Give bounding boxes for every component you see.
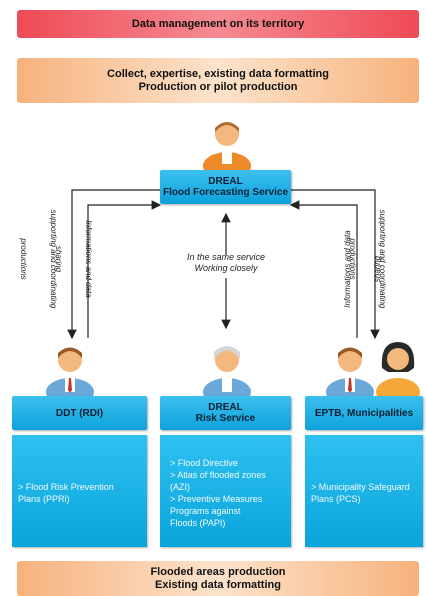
person-icon-eptb-man bbox=[326, 347, 374, 398]
arrow-right-outer bbox=[291, 189, 380, 340]
label-left-inner-1: Informations and data bbox=[84, 220, 93, 298]
person-icon-flood-service bbox=[203, 122, 251, 172]
eptb-service-box: EPTB, Municipalities bbox=[305, 396, 423, 430]
label-right-outer-1: supporting and coordinating bbox=[378, 209, 387, 309]
ddt-desc-line-2: Plans (PPRi) bbox=[18, 494, 70, 504]
flood-service-subtitle: Flood Forecasting Service bbox=[162, 187, 289, 198]
eptb-desc-line-2: Plans (PCS) bbox=[311, 494, 361, 504]
center-note-line-2: Working closely bbox=[194, 263, 258, 273]
person-icon-risk-service bbox=[203, 346, 251, 398]
label-left-inner: Informations and data sharing bbox=[54, 199, 113, 319]
ddt-desc-line-1: > Flood Risk Prevention bbox=[18, 482, 114, 492]
arrow-right-inner bbox=[289, 200, 358, 338]
risk-service-title: DREAL bbox=[208, 402, 243, 413]
flood-forecasting-service-box: DREAL Flood Forecasting Service bbox=[160, 170, 291, 204]
eptb-service-title: EPTB, Municipalities bbox=[314, 407, 414, 419]
collect-line-1: Collect, expertise, existing data format… bbox=[107, 67, 329, 80]
risk-description: > Flood Directive > Atlas of flooded zon… bbox=[160, 435, 291, 547]
ddt-service-box: DDT (RDI) bbox=[12, 396, 147, 430]
risk-desc-line-2: > Atlas of flooded zones bbox=[170, 470, 266, 480]
top-banner-text: Data management on its territory bbox=[131, 17, 305, 30]
eptb-description: > Municipality Safeguard Plans (PCS) bbox=[305, 435, 423, 547]
eptb-desc-line-1: > Municipality Safeguard bbox=[311, 482, 410, 492]
label-right-outer-2: productions bbox=[348, 238, 357, 280]
ddt-description: > Flood Risk Prevention Plans (PPRi) bbox=[12, 435, 147, 547]
center-note-line-1: In the same service bbox=[186, 252, 266, 262]
collect-line-2: Production or pilot production bbox=[138, 80, 298, 93]
bottom-banner: Flooded areas production Existing data f… bbox=[17, 561, 419, 596]
arrow-left-outer bbox=[67, 189, 160, 340]
ddt-service-title: DDT (RDI) bbox=[55, 407, 104, 419]
label-left-outer-2: productions bbox=[19, 238, 28, 280]
risk-desc-line-3: (AZI) bbox=[170, 482, 190, 492]
center-note: In the same service Working closely bbox=[166, 252, 286, 274]
person-icon-ddt bbox=[46, 347, 94, 398]
risk-desc-line-4: > Preventive Measures bbox=[170, 494, 263, 504]
risk-desc-line-1: > Flood Directive bbox=[170, 458, 238, 468]
flood-service-title: DREAL bbox=[208, 176, 243, 187]
risk-desc-line-6: Floods (PAPI) bbox=[170, 518, 226, 528]
arrow-left-inner bbox=[87, 200, 162, 338]
label-left-inner-2: sharing bbox=[54, 245, 63, 273]
risk-service-box: DREAL Risk Service bbox=[160, 396, 291, 430]
label-right-outer: supporting and coordinating productions bbox=[348, 194, 407, 324]
bottom-line-1: Flooded areas production bbox=[150, 565, 286, 578]
bottom-line-2: Existing data formatting bbox=[155, 578, 281, 591]
top-banner: Data management on its territory bbox=[17, 10, 419, 38]
risk-service-subtitle: Risk Service bbox=[195, 413, 256, 424]
collect-banner: Collect, expertise, existing data format… bbox=[17, 58, 419, 103]
risk-desc-line-5: Programs against bbox=[170, 506, 241, 516]
person-icon-eptb-woman bbox=[376, 342, 420, 398]
